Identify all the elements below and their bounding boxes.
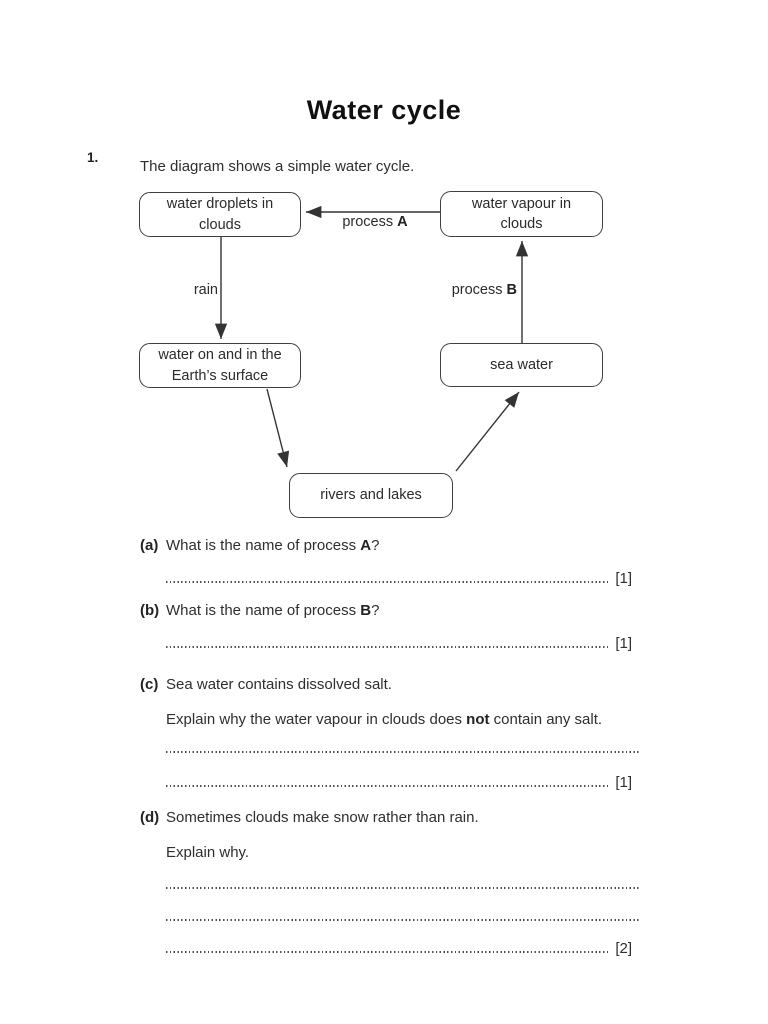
mark-d: [2] <box>615 940 632 957</box>
dotted-line <box>166 919 640 921</box>
question-a-post: ? <box>371 537 380 554</box>
answer-line-d3: [2] <box>166 940 632 956</box>
question-c-line2: Explain why the water vapour in clouds d… <box>166 711 602 728</box>
label-rain: rain <box>193 282 218 298</box>
question-c-line2-post: contain any salt. <box>489 711 603 728</box>
arrow-rivers-to-sea <box>455 391 520 472</box>
answer-line-d1 <box>166 876 640 892</box>
label-process-b-letter: B <box>506 282 517 298</box>
question-c-line2-pre: Explain why the water vapour in clouds d… <box>166 711 467 728</box>
question-b-post: ? <box>371 602 380 619</box>
dotted-line <box>166 646 609 648</box>
dotted-line <box>166 951 609 953</box>
question-d-letter: (d) <box>140 809 160 826</box>
question-a-bold: A <box>360 537 372 554</box>
question-d-line1: Sometimes clouds make snow rather than r… <box>166 809 479 826</box>
box-sea-water: sea water <box>440 343 603 387</box>
box-water-on-earths-surface: water on and in the Earth’s surface <box>139 343 301 388</box>
question-a-text: What is the name of process A? <box>166 537 379 554</box>
dotted-line <box>166 785 609 787</box>
page-title: Water cycle <box>306 95 462 125</box>
label-process-b-text: process <box>451 282 507 298</box>
label-process-a-letter: A <box>397 214 408 230</box>
dotted-line <box>166 887 640 889</box>
label-process-b: process B <box>438 282 517 298</box>
question-a-pre: What is the name of process <box>166 537 361 554</box>
answer-line-b: [1] <box>166 635 632 651</box>
box-water-vapour-in-clouds: water vapour in clouds <box>440 191 603 237</box>
dotted-line <box>166 581 609 583</box>
question-b-text: What is the name of process B? <box>166 602 379 619</box>
dotted-line <box>166 751 640 753</box>
mark-b: [1] <box>615 635 632 652</box>
mark-c: [1] <box>615 774 632 791</box>
box-rivers-and-lakes: rivers and lakes <box>289 473 453 518</box>
question-c-line1: Sea water contains dissolved salt. <box>166 676 392 693</box>
question-a-letter: (a) <box>140 537 159 554</box>
question-b-bold: B <box>360 602 372 619</box>
question-c-letter: (c) <box>140 676 159 693</box>
mark-a: [1] <box>615 570 632 587</box>
answer-line-a: [1] <box>166 570 632 586</box>
answer-line-c1 <box>166 740 640 756</box>
label-process-a-text: process <box>342 214 398 230</box>
question-number: 1. <box>87 150 99 165</box>
question-c-line2-bold: not <box>466 711 490 728</box>
question-b-pre: What is the name of process <box>166 602 361 619</box>
intro-text: The diagram shows a simple water cycle. <box>140 158 415 175</box>
question-d-line2: Explain why. <box>166 844 250 861</box>
answer-line-c2: [1] <box>166 774 632 790</box>
arrow-surface-to-rivers <box>266 388 290 468</box>
answer-line-d2 <box>166 908 640 924</box>
question-b-letter: (b) <box>140 602 160 619</box>
label-process-a: process A <box>333 214 417 230</box>
box-water-droplets-in-clouds: water droplets in clouds <box>139 192 301 237</box>
